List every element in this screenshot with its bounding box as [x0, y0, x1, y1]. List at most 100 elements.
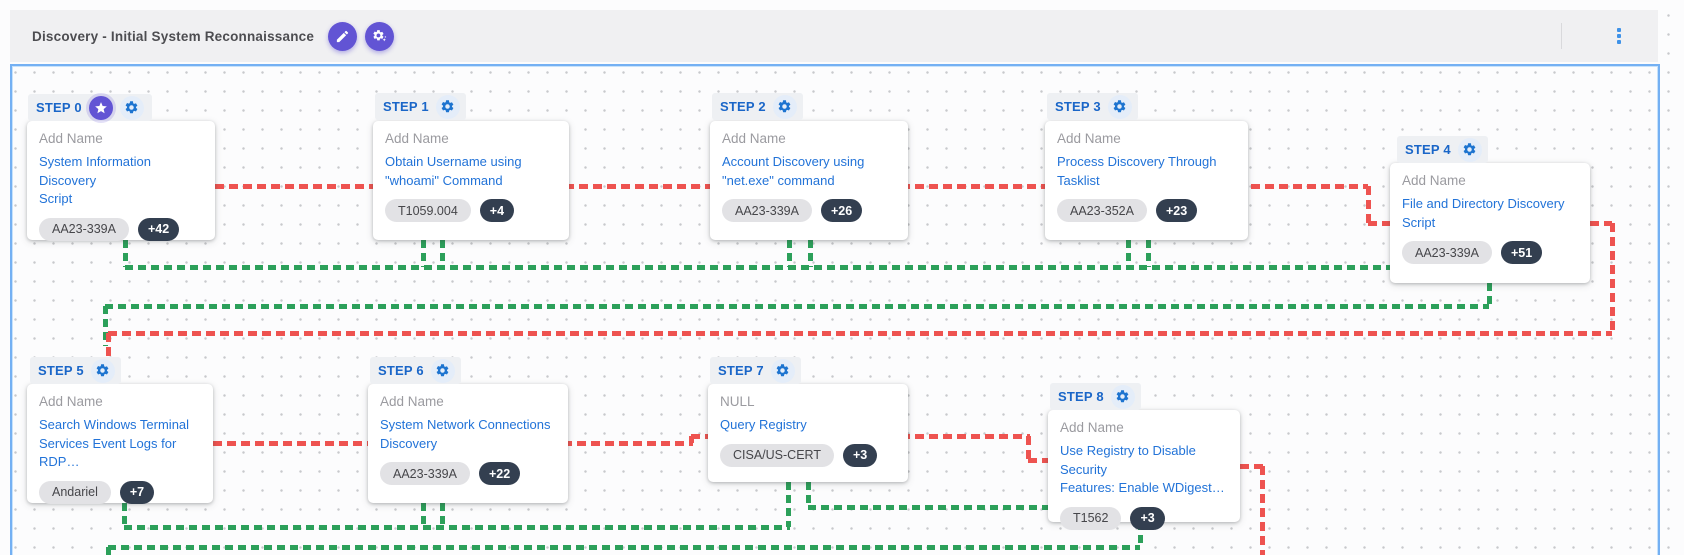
toolbar-divider: [1561, 23, 1562, 49]
step-name-field[interactable]: Add Name: [1057, 131, 1121, 146]
source-badge[interactable]: Andariel: [39, 480, 111, 504]
step-name-field[interactable]: Add Name: [722, 131, 786, 146]
connector-success-segment: [421, 240, 426, 267]
count-badge[interactable]: +3: [842, 443, 878, 467]
source-badge[interactable]: CISA/US-CERT: [720, 443, 834, 467]
technique-link[interactable]: Features: Enable WDigest…: [1060, 480, 1225, 495]
step-settings-button[interactable]: [1107, 94, 1132, 119]
technique-link[interactable]: Obtain Username using: [385, 154, 522, 169]
count-badge[interactable]: +42: [137, 217, 180, 241]
count-badge[interactable]: +23: [1155, 199, 1198, 222]
technique-link[interactable]: File and Directory Discovery: [1402, 196, 1565, 211]
count-badge[interactable]: +51: [1500, 241, 1543, 264]
count-badge[interactable]: +26: [820, 199, 863, 222]
badge-row: AA23-339A +26: [722, 199, 896, 222]
step-settings-button[interactable]: [435, 94, 460, 119]
step-label: STEP 0: [36, 100, 82, 115]
badge-row: T1059.004 +4: [385, 199, 557, 222]
step-header-step-7: STEP 7: [710, 357, 801, 384]
step-name-field[interactable]: Add Name: [380, 394, 444, 409]
step-name-field[interactable]: Add Name: [39, 394, 103, 409]
technique-link[interactable]: "whoami" Command: [385, 172, 503, 188]
gear-icon: [440, 99, 455, 114]
technique-link[interactable]: Search Windows Terminal: [39, 417, 190, 432]
connector-success-segment: [125, 265, 1390, 270]
step-header-step-6: STEP 6: [370, 357, 461, 384]
step-name-field[interactable]: Add Name: [1402, 173, 1466, 188]
badge-row: CISA/US-CERT +3: [720, 443, 896, 467]
step-settings-button[interactable]: [1110, 384, 1135, 409]
connector-fail-segment: [1368, 221, 1390, 226]
technique-link[interactable]: Use Registry to Disable Security: [1060, 443, 1196, 477]
step-settings-button[interactable]: [772, 94, 797, 119]
edit-flow-button[interactable]: [328, 21, 358, 51]
count-badge[interactable]: +7: [119, 480, 155, 504]
gear-icon: [1115, 389, 1130, 404]
technique-link[interactable]: Script: [1402, 214, 1436, 230]
step-header-step-1: STEP 1: [375, 93, 466, 120]
technique-link[interactable]: System Network Connections: [380, 417, 551, 432]
technique-link[interactable]: Services Event Logs for RDP…: [39, 435, 177, 470]
connector-fail-segment: [1260, 466, 1265, 555]
kebab-menu-button[interactable]: [1606, 23, 1632, 49]
technique-link[interactable]: Account Discovery using: [722, 154, 865, 169]
step-name-field[interactable]: NULL: [720, 394, 755, 409]
step-header-step-8: STEP 8: [1050, 383, 1141, 410]
star-badge-button[interactable]: [88, 95, 113, 120]
source-badge[interactable]: AA23-339A: [39, 217, 129, 241]
count-badge[interactable]: +22: [478, 462, 521, 485]
step-settings-button[interactable]: [770, 358, 795, 383]
connector-success-segment: [808, 505, 1048, 510]
source-badge[interactable]: AA23-339A: [722, 199, 812, 222]
flow-settings-button[interactable]: [365, 21, 395, 51]
step-name-field[interactable]: Add Name: [39, 131, 103, 146]
step-header-step-3: STEP 3: [1047, 93, 1138, 120]
step-header-step-2: STEP 2: [712, 93, 803, 120]
selection-rectangle: [10, 64, 1660, 555]
connector-success-segment: [421, 503, 426, 527]
step-label: STEP 3: [1055, 99, 1101, 114]
step-settings-button[interactable]: [119, 95, 144, 120]
source-badge[interactable]: AA23-339A: [1402, 241, 1492, 264]
step-name-field[interactable]: Add Name: [1060, 420, 1124, 435]
step-name-field[interactable]: Add Name: [385, 131, 449, 146]
count-badge[interactable]: +4: [479, 199, 515, 222]
technique-link[interactable]: Process Discovery Through: [1057, 154, 1217, 169]
technique-link[interactable]: "net.exe" command: [722, 172, 835, 188]
technique-link[interactable]: Discovery: [380, 435, 438, 451]
step-header-step-5: STEP 5: [30, 357, 121, 384]
badge-row: AA23-339A +42: [39, 217, 203, 241]
technique-link[interactable]: Script: [39, 191, 73, 206]
gear-sparkle-icon: [372, 29, 387, 44]
technique-link[interactable]: Tasklist: [1057, 172, 1100, 188]
connector-fail-segment: [1590, 221, 1612, 226]
count-badge[interactable]: +3: [1130, 506, 1165, 530]
step-header-step-0: STEP 0: [28, 94, 152, 121]
step-settings-button[interactable]: [1457, 137, 1482, 162]
connector-success-segment: [124, 525, 790, 530]
technique-link[interactable]: Query Registry: [720, 417, 807, 432]
step-label: STEP 6: [378, 363, 424, 378]
connector-fail-segment: [1240, 464, 1264, 469]
step-settings-button[interactable]: [90, 358, 115, 383]
flow-toolbar: Discovery - Initial System Reconnaissanc…: [10, 10, 1658, 62]
step-settings-button[interactable]: [430, 358, 455, 383]
gear-icon: [777, 99, 792, 114]
technique-link[interactable]: System Information Discovery: [39, 154, 151, 188]
connector-success-segment: [440, 240, 445, 267]
source-badge[interactable]: AA23-339A: [380, 462, 470, 485]
source-badge[interactable]: T1562: [1060, 506, 1122, 530]
connector-success-segment: [108, 545, 1140, 550]
source-badge[interactable]: T1059.004: [385, 199, 471, 222]
source-badge[interactable]: AA23-352A: [1057, 199, 1147, 222]
